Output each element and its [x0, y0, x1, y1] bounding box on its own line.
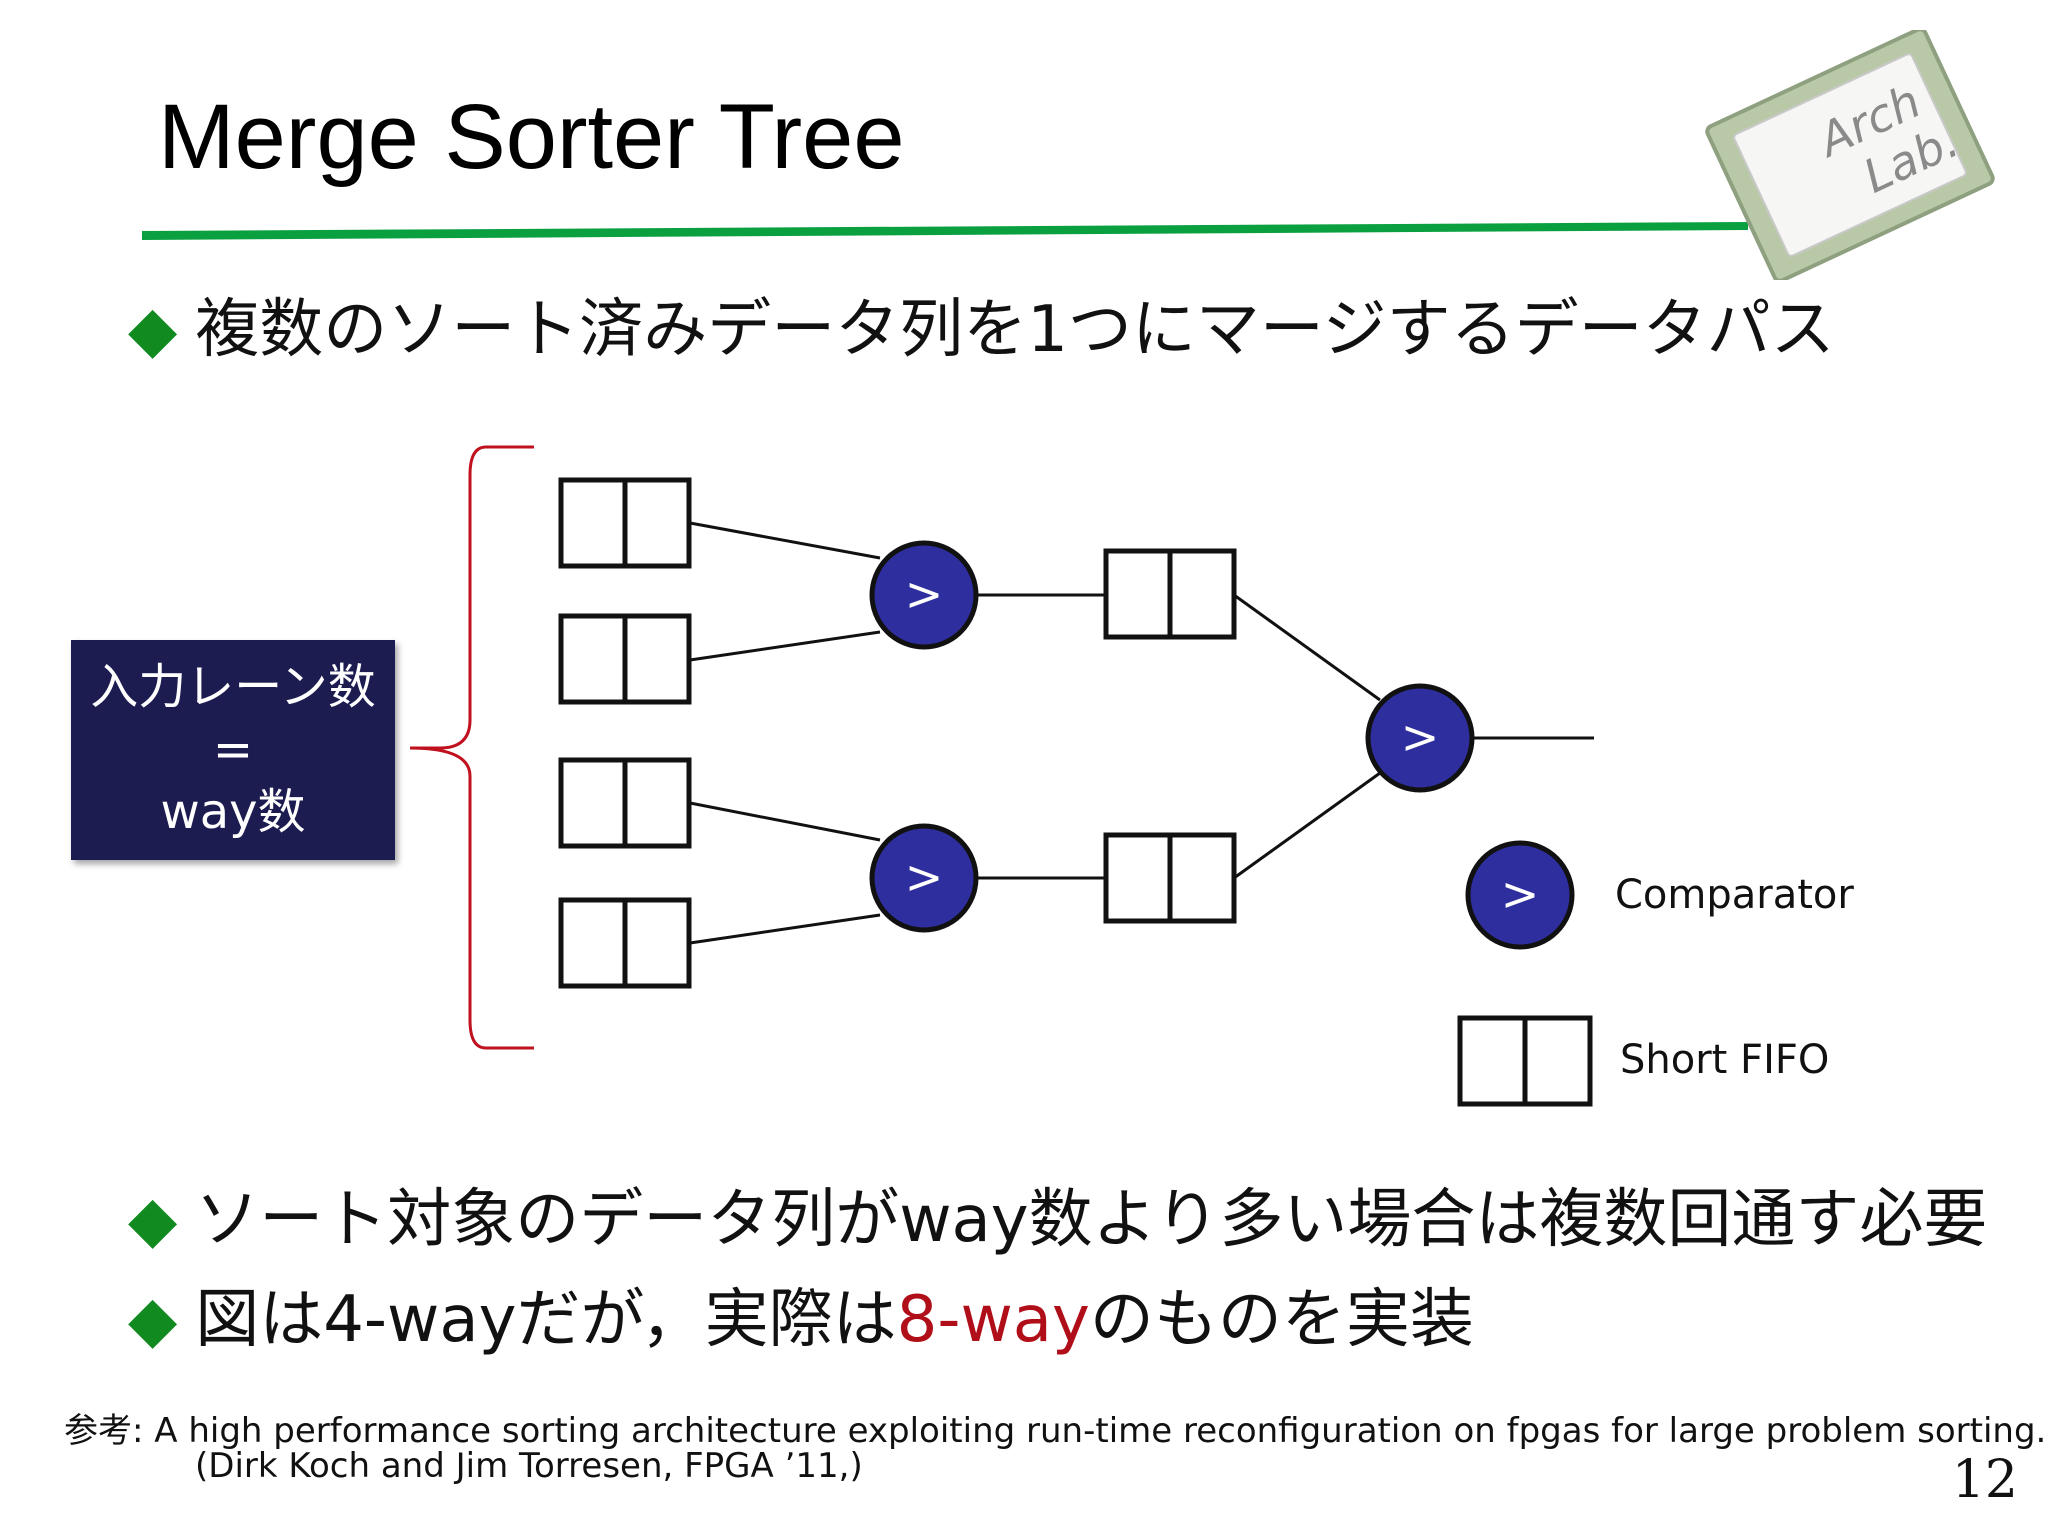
- page-number: 12: [1951, 1450, 2018, 1510]
- fifo-middle-2: [1103, 832, 1237, 924]
- bullet-2-text-pre: 図は4-wayだが，実際は: [195, 1283, 897, 1357]
- fifo-input-4: [558, 897, 692, 989]
- reference-text: A high performance sorting architecture …: [154, 1411, 2047, 1451]
- reference-line: 参考: A high performance sorting architect…: [64, 1403, 2046, 1452]
- bullet-top-text: 複数のソート済みデータ列を1つにマージするデータパス: [195, 293, 1835, 367]
- legend-comparator-label: Comparator: [1615, 872, 1854, 918]
- page-title: Merge Sorter Tree: [158, 86, 905, 188]
- comparator-1: >: [869, 540, 979, 650]
- reference-authors: (Dirk Koch and Jim Torresen, FPGA ’11,): [195, 1446, 863, 1486]
- bullet-2-text-post: のものを実装: [1089, 1283, 1474, 1357]
- legend-comparator-icon: >: [1465, 840, 1575, 950]
- bullet-2: ◆図は4-wayだが，実際は8-wayのものを実装: [128, 1268, 1474, 1360]
- comparator-root: >: [1365, 683, 1475, 793]
- diamond-bullet-icon: ◆: [128, 1283, 178, 1357]
- bullet-2-highlight: 8-way: [896, 1283, 1090, 1357]
- bullet-top: ◆複数のソート済みデータ列を1つにマージするデータパス: [128, 278, 1835, 370]
- diamond-bullet-icon: ◆: [128, 293, 178, 367]
- legend-fifo-label: Short FIFO: [1620, 1037, 1830, 1083]
- title-underline: [142, 222, 1748, 240]
- comparator-2: >: [869, 823, 979, 933]
- arch-lab-logo: Arch Lab.: [1705, 30, 1995, 280]
- comparator-1-symbol: >: [905, 567, 944, 621]
- lane-box-line1: 入力レーン数: [90, 659, 376, 716]
- comparator-2-symbol: >: [905, 850, 944, 904]
- connection-lines: [689, 521, 1594, 945]
- fifo-input-1: [558, 477, 692, 569]
- fifo-input-3: [558, 757, 692, 849]
- lane-box-line2: =: [212, 721, 254, 778]
- input-bracket: [409, 445, 534, 1050]
- legend-fifo-icon: [1457, 1015, 1593, 1107]
- reference-prefix: 参考:: [64, 1411, 144, 1451]
- bullet-1-text: ソート対象のデータ列がway数より多い場合は複数回通す必要: [195, 1183, 1988, 1257]
- merge-tree-diagram: > > > >: [409, 445, 1594, 1107]
- lane-box-line3: way数: [160, 784, 306, 841]
- lane-count-box: 入力レーン数 = way数: [71, 640, 395, 860]
- legend-comparator-symbol: >: [1501, 867, 1540, 921]
- bullet-1: ◆ソート対象のデータ列がway数より多い場合は複数回通す必要: [128, 1168, 1987, 1260]
- fifo-middle-1: [1103, 548, 1237, 640]
- fifo-input-2: [558, 613, 692, 705]
- diamond-bullet-icon: ◆: [128, 1183, 178, 1257]
- comparator-root-symbol: >: [1401, 710, 1440, 764]
